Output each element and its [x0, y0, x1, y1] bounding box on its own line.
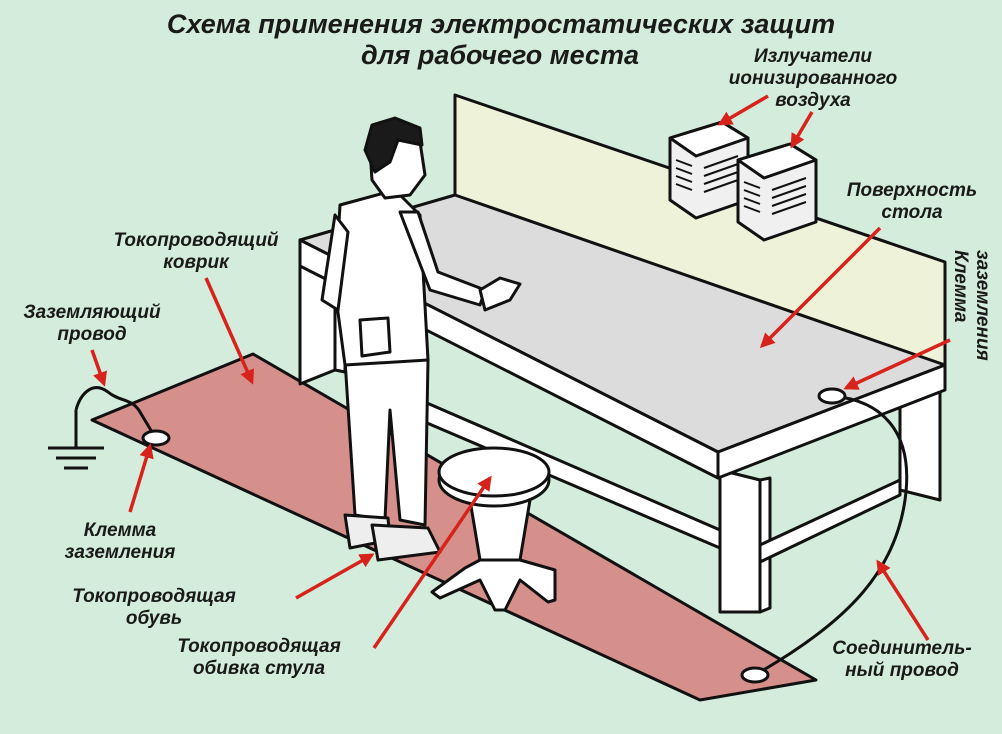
mat-ground-clamp: [141, 429, 171, 447]
arrow-mat: [204, 277, 254, 385]
label-connect-wire: Соединитель- ный провод: [832, 638, 971, 681]
arrow-connect-wire: [876, 559, 930, 641]
label-mat-clamp: Клемма заземления: [65, 520, 176, 563]
svg-text:Излучатели: Излучатели: [754, 46, 872, 67]
svg-text:обивка стула: обивка стула: [193, 658, 326, 679]
label-table-clamp: Клемма заземления: [950, 250, 993, 361]
label-mat: Токопроводящий коврик: [113, 230, 278, 273]
svg-text:обувь: обувь: [126, 608, 182, 629]
grounding-wire: [74, 386, 154, 433]
svg-text:Токопроводящий: Токопроводящий: [113, 230, 278, 251]
diagram-title-line1: Схема применения электростатических защи…: [167, 9, 835, 39]
arrow-emitters: [717, 94, 769, 126]
label-chair: Токопроводящая обивка стула: [177, 636, 341, 679]
ionizer-right: [736, 142, 818, 242]
svg-text:ный провод: ный провод: [845, 660, 959, 681]
svg-text:заземления: заземления: [972, 250, 993, 361]
svg-text:Заземляющий: Заземляющий: [23, 302, 161, 323]
svg-text:воздуха: воздуха: [775, 90, 851, 111]
arrow-shoes: [295, 553, 375, 600]
arrow-mat-clamp: [128, 443, 154, 513]
label-emitters: Излучатели ионизированного воздуха: [729, 46, 897, 111]
svg-text:ионизированного: ионизированного: [729, 68, 897, 89]
svg-text:Токопроводящая: Токопроводящая: [72, 586, 236, 607]
stool: [430, 446, 557, 612]
svg-text:стола: стола: [881, 202, 943, 223]
svg-text:провод: провод: [57, 324, 126, 345]
arrow-chair: [372, 475, 492, 649]
svg-text:Поверхность: Поверхность: [847, 180, 977, 201]
arrow-ground-wire: [90, 349, 108, 387]
svg-text:заземления: заземления: [65, 542, 176, 563]
arrow-table-clamp: [843, 338, 951, 390]
svg-text:Клемма: Клемма: [950, 250, 971, 323]
svg-text:Соединитель-: Соединитель-: [832, 638, 971, 659]
svg-text:Токопроводящая: Токопроводящая: [177, 636, 341, 657]
connecting-wire: [759, 394, 909, 674]
diagram-title-line2: для рабочего места: [361, 40, 639, 70]
bench-frame: [298, 236, 942, 614]
arrow-table-surface: [759, 226, 882, 349]
arrow-emitters-2: [790, 111, 814, 149]
label-ground-wire: Заземляющий провод: [23, 302, 161, 345]
ionizer-left: [668, 120, 750, 220]
label-shoes: Токопроводящая обувь: [72, 586, 236, 629]
svg-text:Клемма: Клемма: [84, 520, 157, 541]
table-ground-clamp: [817, 387, 847, 405]
svg-text:коврик: коврик: [163, 252, 230, 273]
table-side-edge: [716, 363, 947, 480]
ground-symbol: [48, 410, 104, 470]
mat-corner-clamp: [740, 666, 770, 684]
label-table-surface: Поверхность стола: [847, 180, 977, 223]
worker: [320, 116, 522, 562]
